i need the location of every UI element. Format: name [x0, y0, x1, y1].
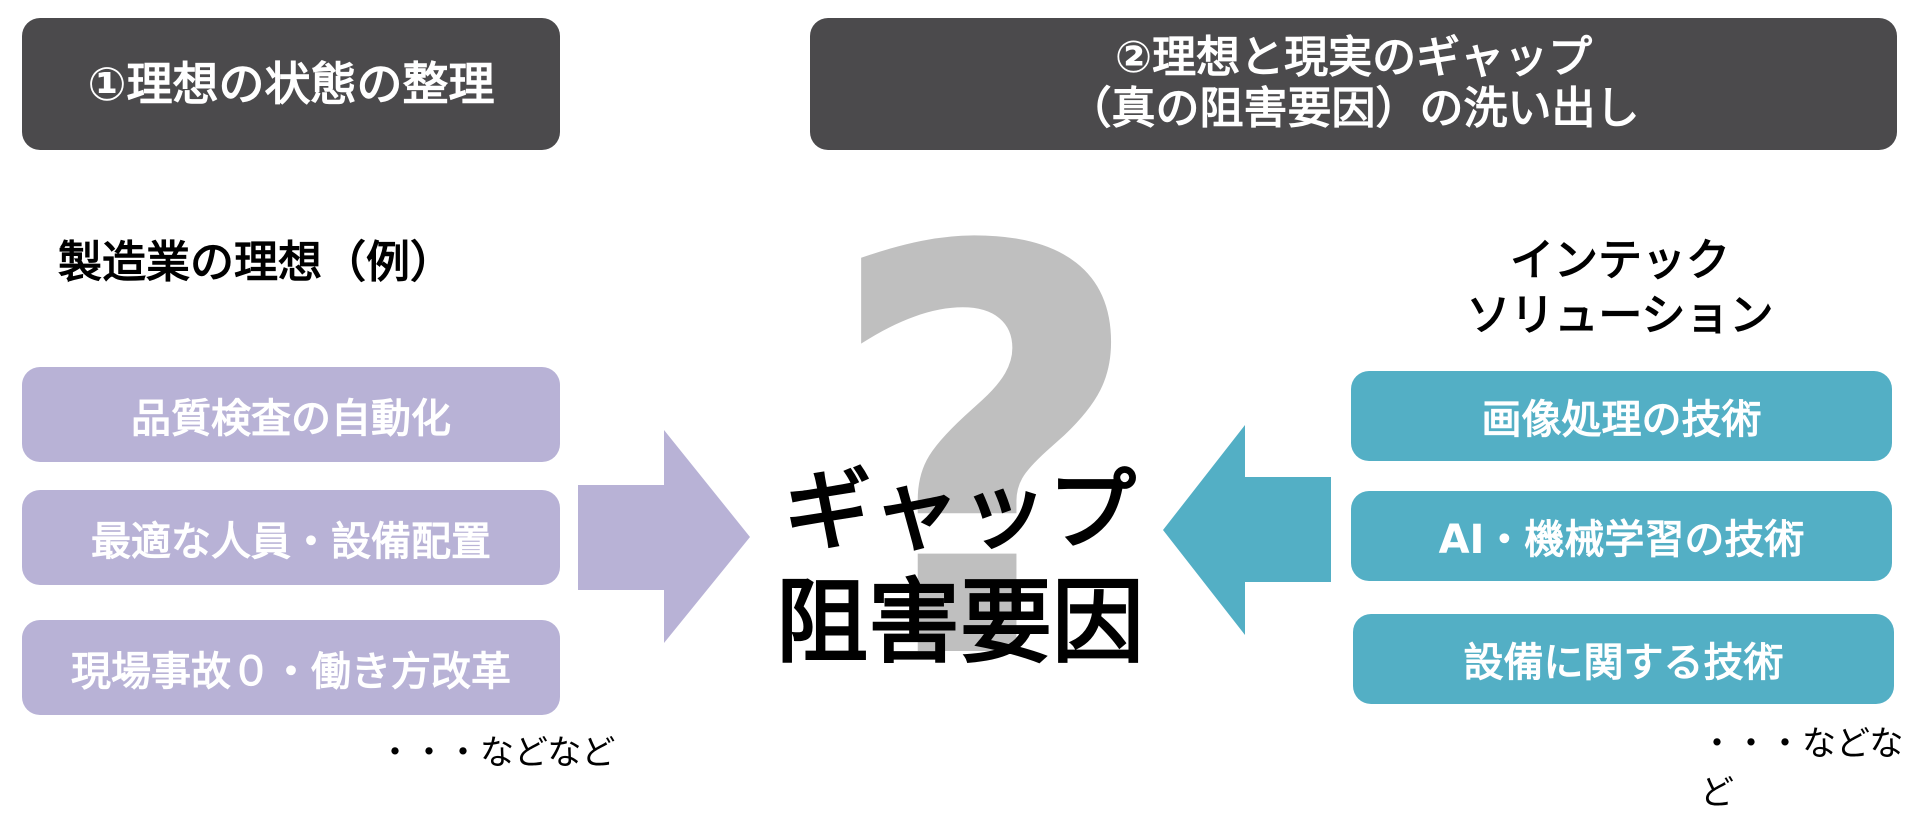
solution-title-line2: ソリューション — [1466, 290, 1774, 341]
ideal-etc-note: ・・・などなど — [378, 733, 616, 773]
solution-item: 設備に関する技術 — [1353, 614, 1894, 704]
ideal-column-title: 製造業の理想（例） — [58, 237, 454, 288]
solution-etc-note: ・・・などなど — [1700, 724, 1904, 813]
gap-analysis-header: ②理想と現実のギャップ （真の阻害要因）の洗い出し — [810, 18, 1897, 150]
left-arrow-icon — [1163, 425, 1331, 635]
ideal-state-header: ①理想の状態の整理 — [22, 18, 560, 150]
ideal-item: 現場事故０・働き方改革 — [22, 620, 560, 715]
gap-analysis-header-line2: （真の阻害要因）の洗い出し — [1067, 83, 1640, 134]
ideal-item: 最適な人員・設備配置 — [22, 490, 560, 585]
ideal-item: 品質検査の自動化 — [22, 367, 560, 462]
gap-label: ギャップ — [783, 459, 1136, 562]
solution-item: 画像処理の技術 — [1351, 371, 1892, 461]
gap-analysis-header-line1: ②理想と現実のギャップ — [1114, 32, 1593, 84]
solution-column-title: インテック ソリューション — [1430, 233, 1810, 343]
solution-item: AI・機械学習の技術 — [1351, 491, 1892, 581]
right-arrow-icon — [578, 430, 750, 643]
solution-title-line1: インテック — [1510, 235, 1730, 286]
question-mark-icon: ? — [822, 132, 1148, 784]
ideal-state-header-label: ①理想の状態の整理 — [87, 56, 495, 111]
obstacle-label: 阻害要因 — [775, 569, 1144, 676]
